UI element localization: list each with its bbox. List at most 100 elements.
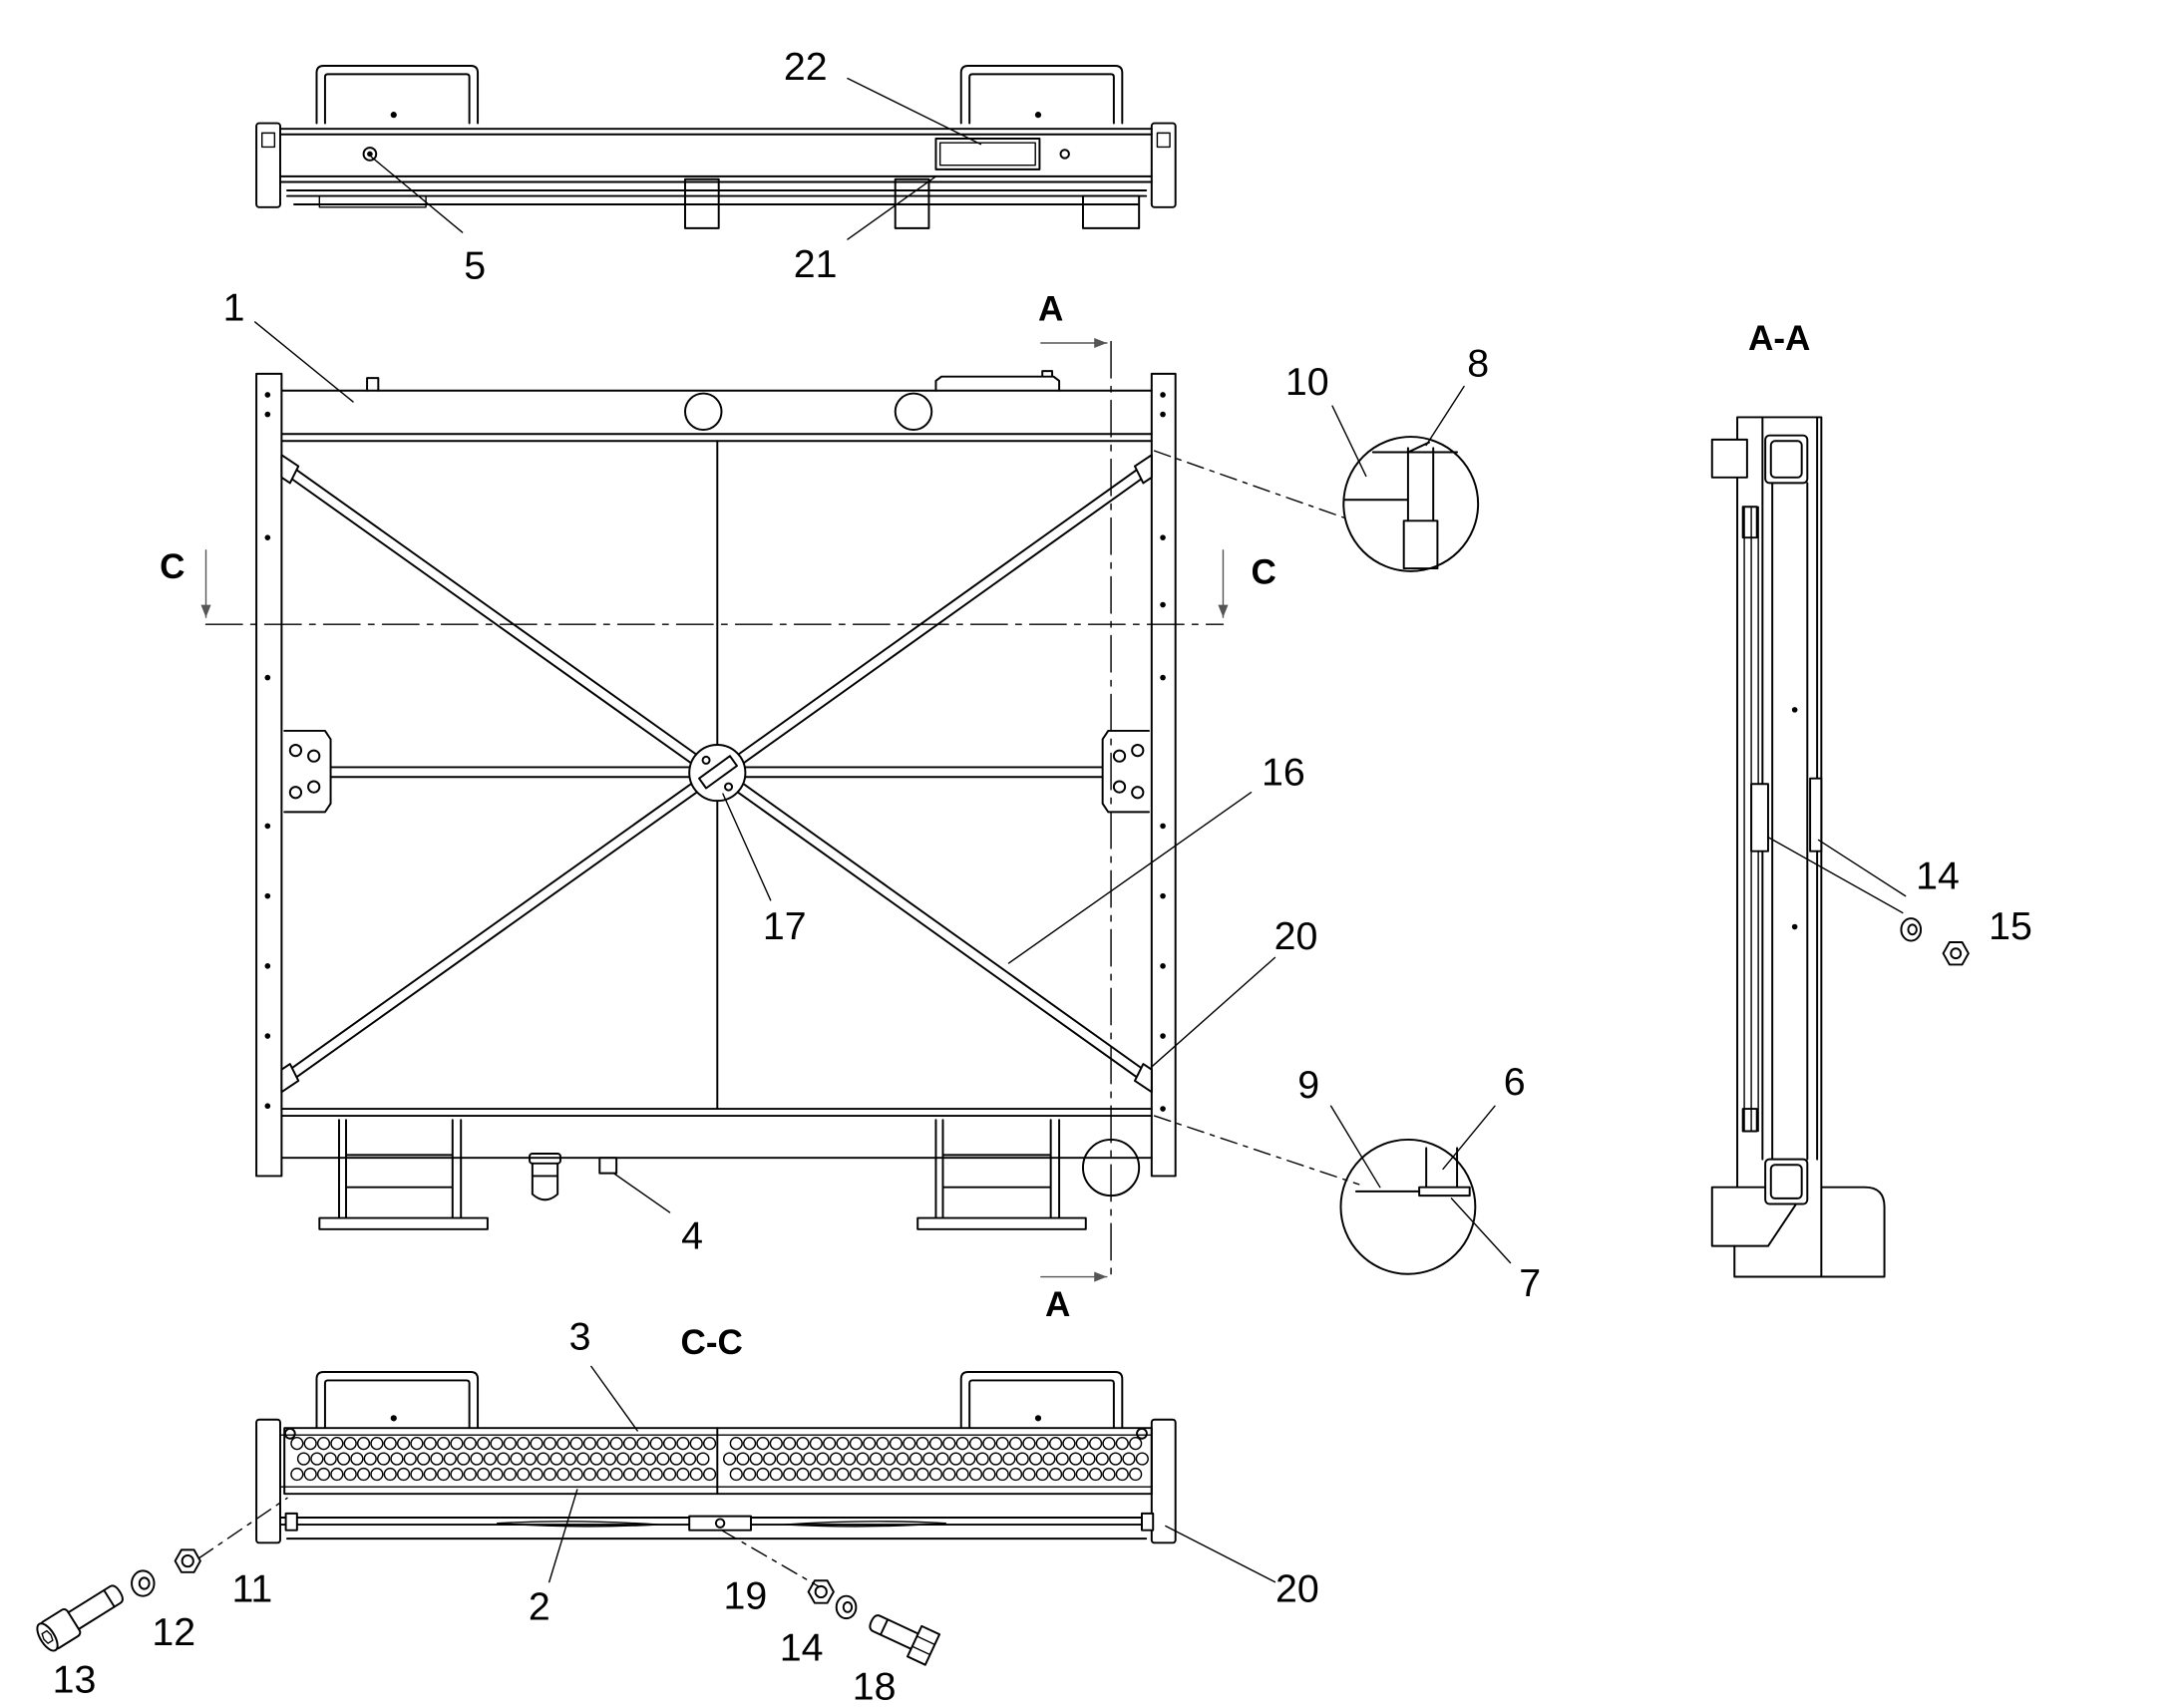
gusset-top-left: [280, 454, 300, 485]
center-bracket-section: [688, 1515, 753, 1532]
core-tube: [463, 1467, 477, 1482]
detail-upper-block: [1402, 519, 1439, 570]
gusset-top-right: [1133, 454, 1153, 485]
bolt-hole: [1160, 963, 1166, 969]
core-tube: [669, 1452, 683, 1466]
core-tube: [942, 1467, 956, 1482]
core-tube: [982, 1467, 996, 1482]
core-tube: [437, 1467, 451, 1482]
bracket-bolt: [288, 786, 303, 800]
core-tube: [1022, 1467, 1036, 1482]
side-frame-outline: [1736, 416, 1823, 1278]
core-tube: [975, 1452, 989, 1466]
core-tube: [1015, 1452, 1029, 1466]
bracket-bolt: [307, 749, 321, 763]
tube-matrix: [290, 1437, 1149, 1482]
brace-lower-right: [733, 780, 1149, 1082]
washer-12: [131, 1569, 156, 1597]
bottom-tank-section-inner: [1769, 1164, 1803, 1199]
callout-18: 18: [853, 1665, 897, 1708]
core-tube: [908, 1452, 923, 1466]
bolt-hole: [264, 411, 271, 418]
core-tube: [809, 1437, 823, 1451]
hub-bolt: [701, 755, 711, 765]
lifting-handle-left-section: [315, 1371, 480, 1430]
section-mark-a-bottom: A: [1045, 1285, 1070, 1324]
core-tube: [350, 1452, 364, 1466]
top-tank-section: [1764, 434, 1809, 485]
core-tube: [316, 1467, 331, 1482]
core-tube: [1135, 1452, 1149, 1466]
core-tube: [1115, 1437, 1129, 1451]
washer-14: [1900, 917, 1923, 942]
core-tube: [995, 1467, 1009, 1482]
inlet-port: [684, 392, 723, 432]
callout-16: 16: [1262, 751, 1305, 795]
drain-valve-cap: [529, 1152, 561, 1165]
washer-14-hole: [1907, 923, 1918, 936]
core-tube: [363, 1452, 377, 1466]
bottom-tab-center-left: [684, 177, 720, 229]
core-tube: [796, 1467, 810, 1482]
core-tube: [616, 1452, 630, 1466]
bolt-hole: [264, 823, 271, 830]
core-tube: [383, 1437, 397, 1451]
hex-bolt-head-facets: [911, 1635, 936, 1656]
core-tube: [316, 1437, 331, 1451]
center-hub: [688, 743, 747, 803]
core-tube: [955, 1467, 969, 1482]
core-tube: [1115, 1467, 1129, 1482]
hub-plate: [698, 755, 738, 790]
drain-valve-body: [531, 1162, 559, 1201]
callout-7: 7: [1519, 1261, 1541, 1305]
core-tube: [1035, 1437, 1049, 1451]
callout-8: 8: [1467, 342, 1489, 386]
lifting-handle-right: [959, 65, 1124, 125]
core-tube: [376, 1452, 391, 1466]
core-tube: [1022, 1437, 1036, 1451]
core-tube: [290, 1437, 304, 1451]
core-section-lines: [279, 1434, 1153, 1488]
bottom-tank: [280, 1108, 1153, 1160]
core-tube: [1002, 1452, 1016, 1466]
core-tube: [636, 1437, 650, 1451]
lifting-handle-right-section: [959, 1371, 1124, 1430]
bracket-bolt: [307, 780, 321, 794]
core-tube: [823, 1467, 837, 1482]
core-tube: [889, 1437, 904, 1451]
end-bolt-left: [284, 1512, 298, 1532]
nut-19: [807, 1579, 835, 1604]
end-cap-right: [1150, 122, 1177, 208]
core-tube: [955, 1437, 969, 1451]
core-tube: [1095, 1452, 1109, 1466]
callout-22: 22: [784, 45, 828, 89]
bolt-hole: [264, 963, 271, 969]
bolt-hole: [264, 892, 271, 899]
core-tube: [743, 1467, 757, 1482]
core-tube: [942, 1437, 956, 1451]
core-tube: [622, 1467, 637, 1482]
core-tube: [303, 1437, 317, 1451]
core-tube: [383, 1467, 397, 1482]
core-tube: [477, 1467, 491, 1482]
core-tube: [323, 1452, 337, 1466]
core-tube: [543, 1437, 557, 1451]
core-tube: [390, 1452, 404, 1466]
section-aa-view: A-A 14 15: [1710, 319, 2032, 1278]
bracket-bolt: [1112, 749, 1127, 763]
core-tube: [743, 1437, 757, 1451]
core-tube: [816, 1452, 830, 1466]
core-tube: [803, 1452, 817, 1466]
core-tube: [430, 1452, 444, 1466]
bolt-hole: [1160, 823, 1166, 830]
core-tube: [596, 1467, 610, 1482]
nut-15: [1942, 940, 1970, 966]
cap-screw-face: [36, 1622, 59, 1652]
core-tube: [676, 1467, 690, 1482]
callout-15: 15: [1989, 904, 2032, 948]
bottom-tab-center-right: [894, 177, 930, 229]
shroud-clip-bottom: [1741, 1108, 1758, 1133]
mounting-foot-left: [337, 1119, 463, 1219]
end-bolt-right: [1140, 1512, 1155, 1532]
